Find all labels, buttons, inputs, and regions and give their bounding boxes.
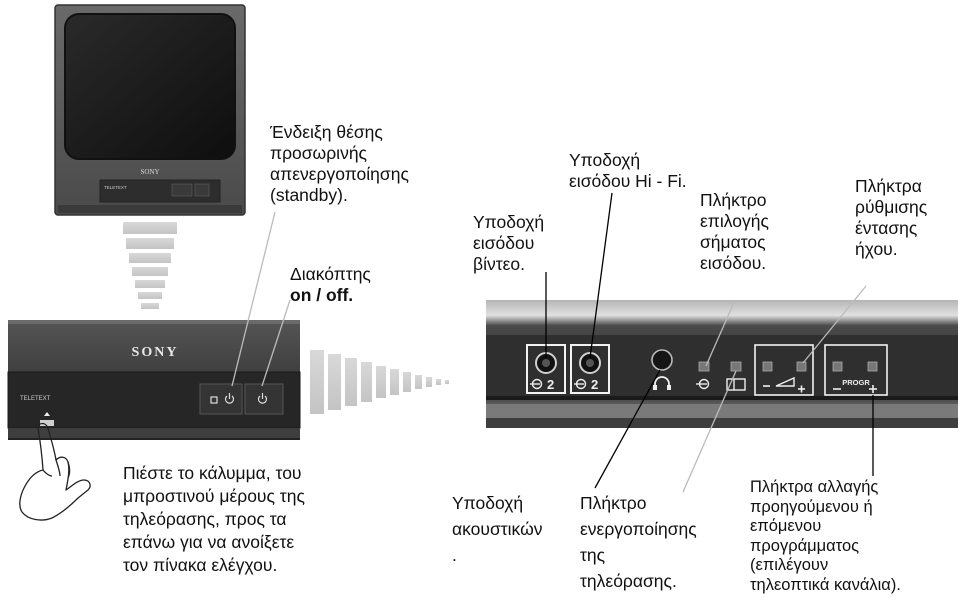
power-switch-icon	[257, 393, 268, 404]
tv-brand-small: SONY	[140, 168, 159, 176]
video-jack-number: 2	[547, 377, 554, 392]
headphone-jack	[651, 349, 673, 390]
leader-input-select	[705, 299, 736, 367]
tv-set: SONY TELETEXT	[54, 4, 246, 216]
label-tv-power-key: Πλήκτρο ενεργοποίησης της τηλεόρασης.	[580, 493, 697, 591]
label-standby-indicator: Ένδειξη θέσης προσωρινής απενεργοποίησης…	[270, 122, 409, 205]
volume-icon	[775, 376, 795, 387]
leader-volume	[802, 285, 867, 364]
label-hifi-input: Υποδοχή εισόδου Hi - Fi.	[569, 150, 687, 191]
program-keys: PROGR	[824, 344, 888, 396]
leader-tv-power	[682, 370, 737, 493]
front-panel-enlarged: SONY TELETEXT	[7, 320, 301, 440]
headphone-icon	[654, 376, 670, 389]
input-select-key	[696, 361, 710, 390]
teletext-badge: TELETEXT	[20, 396, 51, 402]
leader-headphone	[594, 369, 661, 489]
progr-label: PROGR	[842, 378, 870, 387]
leader-standby	[231, 211, 276, 387]
hifi-jack-number: 2	[591, 377, 598, 392]
brand-logo: SONY	[132, 345, 179, 360]
label-open-panel: Πιέστε το κάλυμμα, του μπροστινού μέρους…	[123, 463, 305, 575]
label-headphone: Υποδοχή ακουστικών .	[452, 493, 543, 565]
tv-screen	[64, 13, 236, 160]
tv-power-icon	[726, 378, 746, 391]
label-power-switch: Διακόπτης on / off.	[290, 264, 371, 305]
tv-teletext-badge-small: TELETEXT	[104, 185, 127, 190]
volume-keys	[754, 344, 814, 396]
tv-power-key	[726, 361, 746, 391]
cover-tab	[40, 420, 54, 426]
leader-power-switch	[261, 299, 291, 387]
zoom-beam-horizontal	[310, 350, 449, 414]
leader-hifi	[589, 192, 613, 359]
leader-lines	[231, 192, 874, 493]
control-panel-enlarged: 2 2	[486, 300, 958, 428]
label-video-input: Υποδοχή εισόδου βίντεο.	[473, 212, 545, 274]
hifi-input-jack: 2	[570, 344, 610, 394]
label-program-keys: Πλήκτρα αλλαγής προηγούμενου ή επόμενου …	[750, 478, 901, 594]
standby-indicator-icon	[210, 393, 235, 404]
label-volume-keys: Πλήκτρα ρύθμισης έντασης ήχου.	[855, 176, 928, 259]
label-input-select: Πλήκτρο επιλογής σήματος εισόδου.	[700, 190, 769, 273]
zoom-beam-vertical	[123, 222, 177, 309]
hand-icon	[19, 422, 91, 521]
